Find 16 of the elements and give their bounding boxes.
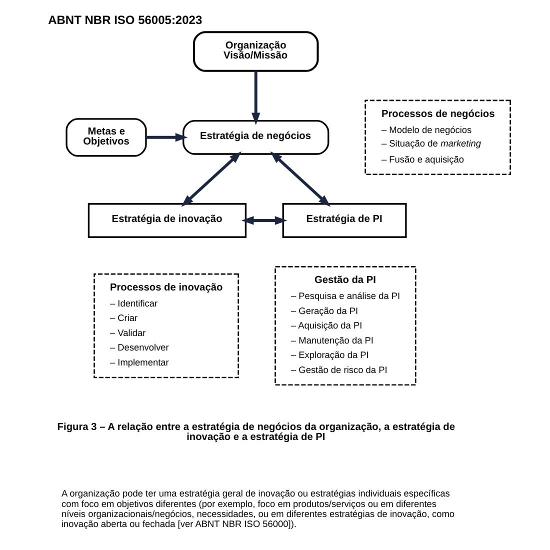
node-box: Metas e Objetivos	[65, 118, 146, 157]
arrow	[251, 71, 260, 126]
label: A organização pode ter uma estratégia geral de inovação ou estratégias individuais específicas com foco em objetivos diferentes (por exemplo, foco em produtos/serviços ou em diferentes níveis organizacionais/negócios, necessidades, ou em diferentes estratégias de inovação, como inovação aberta ou fechada [ver ABNT NBR ISO 56000]).	[60, 488, 454, 530]
node-box: Processos de negócios – Modelo de negócios – Situação de marketing – Fusão e aquisição	[364, 100, 510, 175]
node-box: Organização Visão/Missão	[192, 31, 318, 72]
arrow	[146, 133, 188, 142]
arrow	[180, 151, 242, 207]
node-box: Processos de inovação – Identificar – Criar – Validar – Desenvolver – Implementar	[93, 273, 238, 378]
arrow	[270, 151, 330, 207]
node-box: Estratégia de PI	[282, 203, 406, 238]
node-box: Estratégia de inovação	[87, 203, 246, 238]
node-box: Gestão da PI – Pesquisa e análise da PI – Geração da PI – Aquisição da PI – Manutenção da PI – Exploração da PI – Gestão de risco da PI	[274, 266, 416, 386]
arrow	[240, 216, 287, 225]
caption: Figura 3 – A relação entre a estratégia de negócios da organização, a estratégia de inovação e a estratégia de PI	[56, 422, 455, 444]
diagram-title: ABNT NBR ISO 56005:2023	[48, 13, 202, 28]
node-box: Estratégia de negócios	[182, 120, 329, 155]
